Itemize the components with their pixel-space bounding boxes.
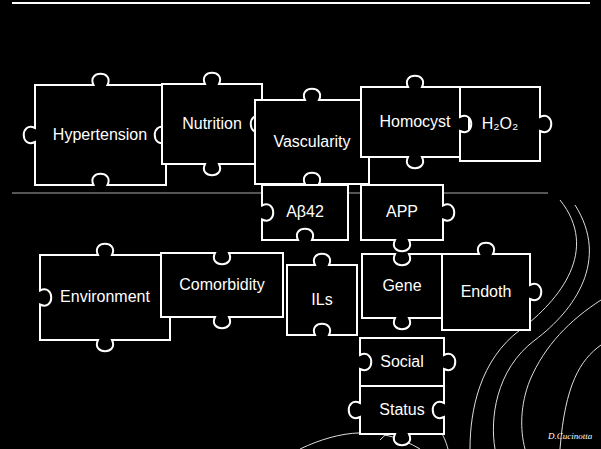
piece-shape xyxy=(442,243,541,330)
puzzle-piece: Nutrition xyxy=(162,84,262,164)
piece-shape xyxy=(287,254,357,335)
piece-label: APP xyxy=(386,203,418,221)
puzzle-piece: Social xyxy=(360,338,444,386)
piece-shape xyxy=(162,73,262,176)
piece-shape xyxy=(40,243,170,351)
piece-label: Comorbidity xyxy=(179,276,264,294)
puzzle-piece: Comorbidity xyxy=(161,253,283,317)
piece-shape xyxy=(361,185,454,251)
piece-label: Aβ42 xyxy=(286,203,324,221)
piece-shape xyxy=(161,253,283,328)
watermark: D.Cucinotta xyxy=(548,431,592,441)
swoosh-line xyxy=(522,300,601,449)
piece-label: Social xyxy=(380,353,424,371)
puzzle-piece: Hypertension xyxy=(35,85,166,185)
puzzle-piece: Gene xyxy=(362,254,442,318)
piece-shape xyxy=(460,87,551,161)
puzzle-piece: Vascularity xyxy=(255,100,369,184)
piece-label: Vascularity xyxy=(273,133,350,151)
puzzle-piece: Status xyxy=(360,386,444,434)
piece-label: H₂O₂ xyxy=(482,115,518,133)
piece-label: Endoth xyxy=(461,283,512,301)
piece-shape xyxy=(361,76,469,169)
piece-shape xyxy=(23,74,165,185)
piece-shape xyxy=(362,254,442,329)
puzzle-piece: APP xyxy=(361,185,443,240)
puzzle-piece: Homocyst xyxy=(361,87,469,157)
piece-shape xyxy=(255,89,369,184)
piece-label: Gene xyxy=(382,277,421,295)
piece-shape xyxy=(349,386,444,445)
piece-label: Status xyxy=(379,401,424,419)
piece-shape xyxy=(360,338,455,386)
puzzle-piece: Endoth xyxy=(442,254,530,330)
puzzle-piece: Environment xyxy=(40,255,170,340)
piece-shape xyxy=(262,185,348,240)
piece-label: Nutrition xyxy=(182,115,242,133)
piece-label: Hypertension xyxy=(53,126,147,144)
puzzle-piece: H₂O₂ xyxy=(460,87,540,161)
piece-label: Environment xyxy=(60,288,150,306)
piece-label: Homocyst xyxy=(379,113,450,131)
top-rule xyxy=(12,2,590,4)
piece-label: ILs xyxy=(311,291,332,309)
puzzle-piece: Aβ42 xyxy=(262,185,348,240)
puzzle-piece: ILs xyxy=(287,265,357,335)
